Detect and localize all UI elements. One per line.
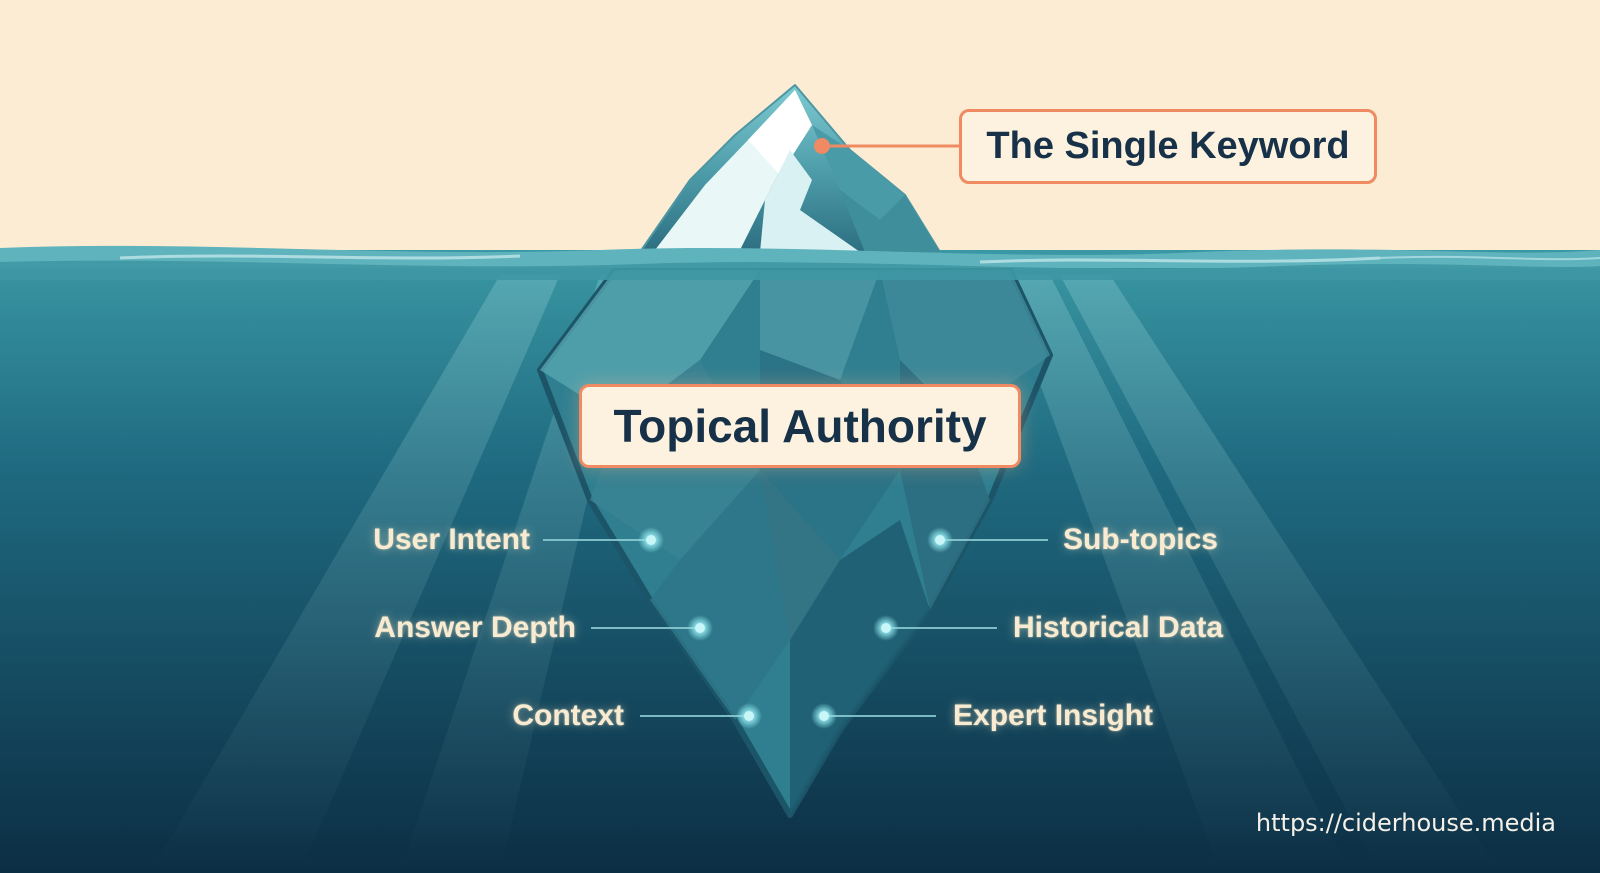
light-rays [150,275,1500,873]
connector-lines [543,539,1048,717]
single-keyword-label: The Single Keyword [959,109,1377,184]
answer-depth-label: Answer Depth [374,611,576,644]
tip-connector [814,138,961,154]
historical-data-label: Historical Data [1013,611,1224,644]
single-keyword-text: The Single Keyword [986,125,1350,167]
user-intent-label: User Intent [373,523,530,556]
water-surface [0,245,1600,280]
sub-topics-label: Sub-topics [1063,523,1218,556]
iceberg-tip [639,84,941,253]
context-label: Context [512,699,624,732]
topical-authority-text: Topical Authority [613,400,987,452]
connector-dots [638,527,953,729]
expert-insight-label: Expert Insight [953,699,1154,732]
watermark-url: https://ciderhouse.media [1255,809,1556,837]
topical-authority-label: Topical Authority [579,384,1021,468]
